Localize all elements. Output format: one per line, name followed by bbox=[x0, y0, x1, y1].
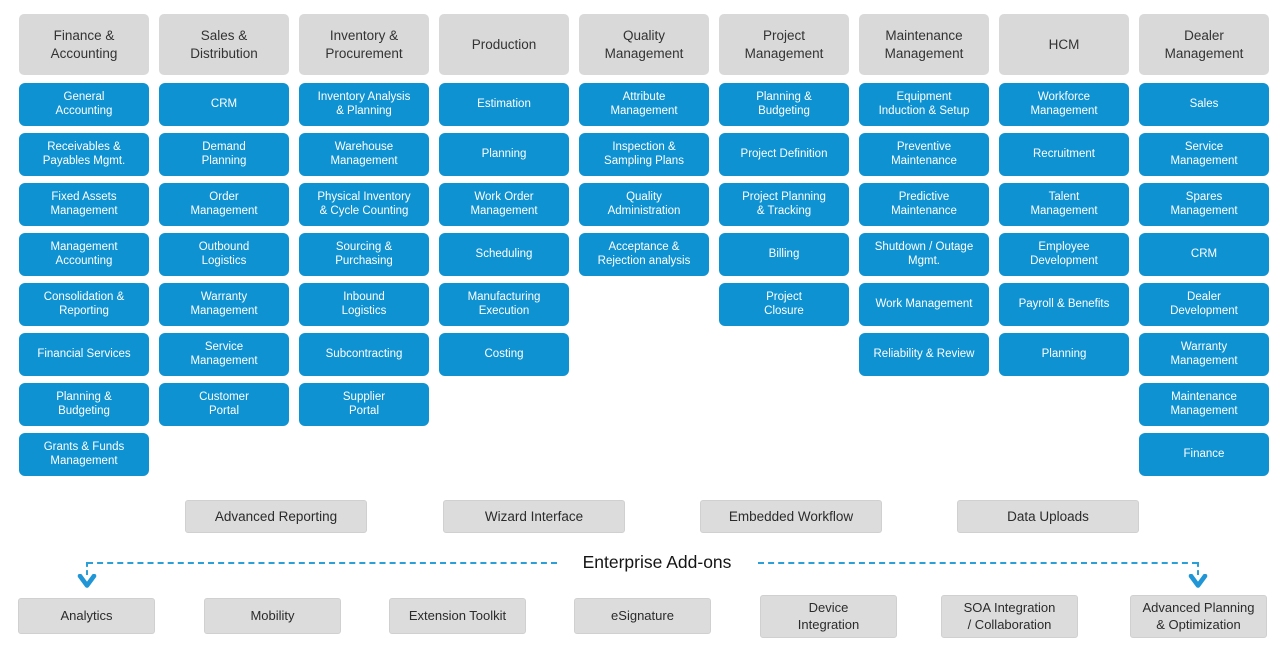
module-box: Talent Management bbox=[999, 183, 1129, 226]
module-box: Customer Portal bbox=[159, 383, 289, 426]
module-box: Order Management bbox=[159, 183, 289, 226]
module-box: Manufacturing Execution bbox=[439, 283, 569, 326]
module-box: Shutdown / Outage Mgmt. bbox=[859, 233, 989, 276]
module-box: Receivables & Payables Mgmt. bbox=[19, 133, 149, 176]
module-box: Billing bbox=[719, 233, 849, 276]
category-header: Maintenance Management bbox=[859, 14, 989, 75]
platform-feature-box: Advanced Reporting bbox=[185, 500, 367, 533]
addons-connector-left-drop bbox=[86, 562, 88, 575]
enterprise-addons-title: Enterprise Add-ons bbox=[582, 552, 732, 572]
addon-box: Mobility bbox=[204, 598, 341, 634]
module-box: Quality Administration bbox=[579, 183, 709, 226]
module-box: General Accounting bbox=[19, 83, 149, 126]
module-box: Preventive Maintenance bbox=[859, 133, 989, 176]
platform-feature-box: Embedded Workflow bbox=[700, 500, 882, 533]
module-box: Maintenance Management bbox=[1139, 383, 1269, 426]
module-box: Inventory Analysis & Planning bbox=[299, 83, 429, 126]
category-header: Production bbox=[439, 14, 569, 75]
module-box: Predictive Maintenance bbox=[859, 183, 989, 226]
module-box: Sales bbox=[1139, 83, 1269, 126]
addon-box: Advanced Planning & Optimization bbox=[1130, 595, 1267, 638]
module-box: Project Planning & Tracking bbox=[719, 183, 849, 226]
module-box: Warranty Management bbox=[1139, 333, 1269, 376]
module-box: Equipment Induction & Setup bbox=[859, 83, 989, 126]
module-box: Work Order Management bbox=[439, 183, 569, 226]
module-box: Planning bbox=[999, 333, 1129, 376]
module-box: Estimation bbox=[439, 83, 569, 126]
module-box: Planning bbox=[439, 133, 569, 176]
module-box: CRM bbox=[159, 83, 289, 126]
module-box: CRM bbox=[1139, 233, 1269, 276]
module-box: Inspection & Sampling Plans bbox=[579, 133, 709, 176]
addons-connector-right bbox=[758, 562, 1198, 564]
module-box: Spares Management bbox=[1139, 183, 1269, 226]
addon-box: Device Integration bbox=[760, 595, 897, 638]
down-arrow-icon bbox=[1188, 574, 1208, 588]
module-box: Planning & Budgeting bbox=[19, 383, 149, 426]
addon-box: Extension Toolkit bbox=[389, 598, 526, 634]
module-box: Service Management bbox=[1139, 133, 1269, 176]
module-box: Acceptance & Rejection analysis bbox=[579, 233, 709, 276]
addon-box: eSignature bbox=[574, 598, 711, 634]
platform-feature-box: Data Uploads bbox=[957, 500, 1139, 533]
addons-connector-right-drop bbox=[1197, 562, 1199, 575]
category-header: Inventory & Procurement bbox=[299, 14, 429, 75]
module-box: Dealer Development bbox=[1139, 283, 1269, 326]
down-arrow-icon bbox=[77, 574, 97, 588]
category-header: Quality Management bbox=[579, 14, 709, 75]
module-box: Inbound Logistics bbox=[299, 283, 429, 326]
addon-box: Analytics bbox=[18, 598, 155, 634]
addons-connector-left bbox=[87, 562, 557, 564]
module-box: Warehouse Management bbox=[299, 133, 429, 176]
module-box: Subcontracting bbox=[299, 333, 429, 376]
module-box: Management Accounting bbox=[19, 233, 149, 276]
module-box: Outbound Logistics bbox=[159, 233, 289, 276]
addon-box: SOA Integration / Collaboration bbox=[941, 595, 1078, 638]
module-box: Recruitment bbox=[999, 133, 1129, 176]
module-box: Planning & Budgeting bbox=[719, 83, 849, 126]
module-box: Financial Services bbox=[19, 333, 149, 376]
module-box: Demand Planning bbox=[159, 133, 289, 176]
category-header: Sales & Distribution bbox=[159, 14, 289, 75]
module-box: Service Management bbox=[159, 333, 289, 376]
module-box: Fixed Assets Management bbox=[19, 183, 149, 226]
category-header: Dealer Management bbox=[1139, 14, 1269, 75]
module-box: Physical Inventory & Cycle Counting bbox=[299, 183, 429, 226]
module-box: Scheduling bbox=[439, 233, 569, 276]
module-box: Project Closure bbox=[719, 283, 849, 326]
module-box: Payroll & Benefits bbox=[999, 283, 1129, 326]
module-box: Grants & Funds Management bbox=[19, 433, 149, 476]
module-box: Supplier Portal bbox=[299, 383, 429, 426]
module-box: Reliability & Review bbox=[859, 333, 989, 376]
module-box: Sourcing & Purchasing bbox=[299, 233, 429, 276]
module-box: Finance bbox=[1139, 433, 1269, 476]
module-box: Project Definition bbox=[719, 133, 849, 176]
module-box: Warranty Management bbox=[159, 283, 289, 326]
module-box: Employee Development bbox=[999, 233, 1129, 276]
module-box: Work Management bbox=[859, 283, 989, 326]
category-header: Project Management bbox=[719, 14, 849, 75]
module-box: Costing bbox=[439, 333, 569, 376]
platform-feature-box: Wizard Interface bbox=[443, 500, 625, 533]
module-box: Attribute Management bbox=[579, 83, 709, 126]
category-header: HCM bbox=[999, 14, 1129, 75]
category-header: Finance & Accounting bbox=[19, 14, 149, 75]
module-box: Consolidation & Reporting bbox=[19, 283, 149, 326]
module-box: Workforce Management bbox=[999, 83, 1129, 126]
